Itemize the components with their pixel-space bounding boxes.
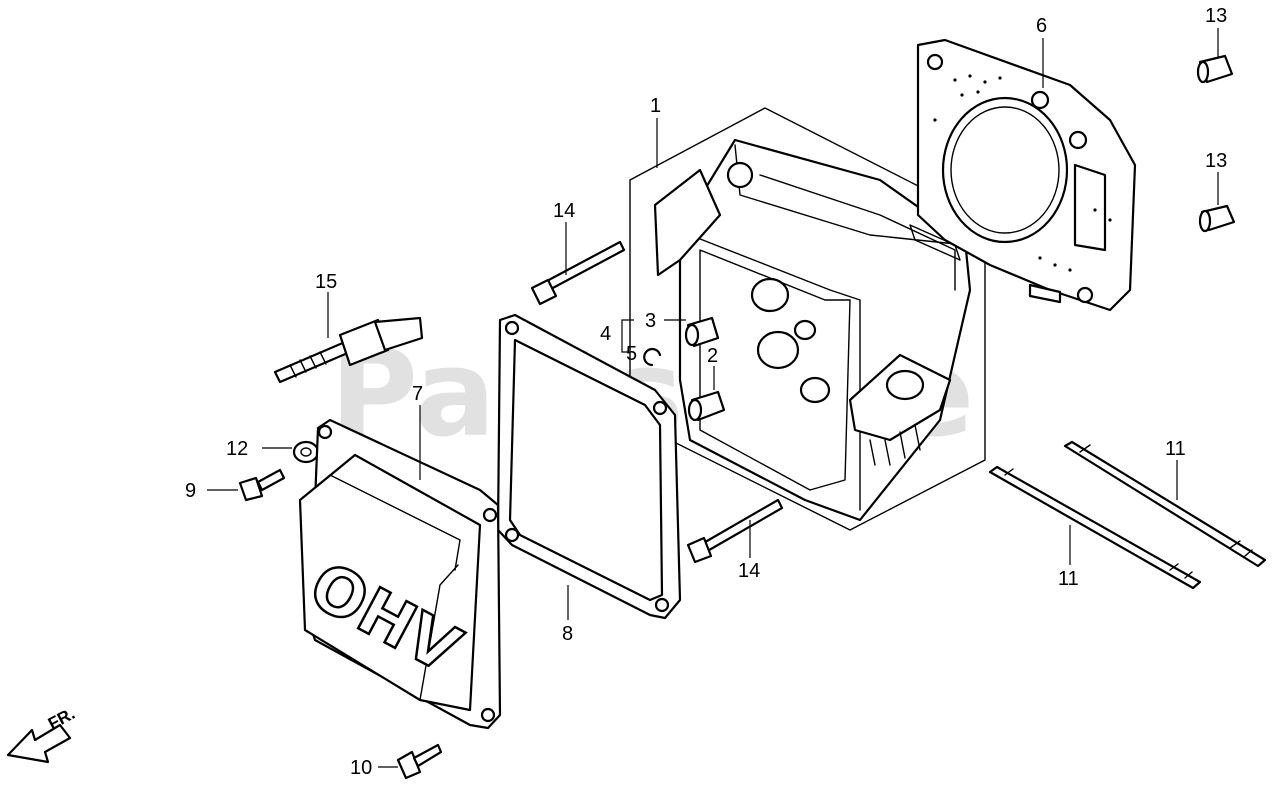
callout-7: 7 xyxy=(412,383,423,405)
callout-9: 9 xyxy=(185,480,196,502)
dowel-pin-13b[interactable] xyxy=(1198,204,1236,233)
callout-3: 3 xyxy=(645,310,656,332)
front-direction-label: FR. xyxy=(45,704,78,734)
callout-1: 1 xyxy=(650,95,661,117)
callout-10: 10 xyxy=(350,757,372,779)
head-bolt-lower[interactable] xyxy=(686,498,784,564)
callout-11b: 11 xyxy=(1058,568,1079,590)
callout-15: 15 xyxy=(315,271,337,293)
leader-lines xyxy=(207,28,1219,768)
callout-4: 4 xyxy=(600,323,611,345)
bolt-10[interactable] xyxy=(396,743,443,780)
spark-plug[interactable] xyxy=(273,316,424,384)
callout-2: 2 xyxy=(707,345,718,367)
front-direction-arrow: FR. xyxy=(6,704,78,764)
clip-5[interactable] xyxy=(643,347,662,367)
dowel-pin-13a[interactable] xyxy=(1196,54,1234,84)
callout-14b: 14 xyxy=(738,560,760,582)
callouts: 1 2 3 4 5 6 7 8 9 10 11 11 12 13 13 14 1… xyxy=(185,5,1227,779)
callout-13a: 13 xyxy=(1205,5,1227,27)
stud-bolt-a[interactable] xyxy=(1063,440,1267,568)
callout-5: 5 xyxy=(626,343,637,365)
stud-bolt-b[interactable] xyxy=(988,465,1202,590)
head-gasket[interactable] xyxy=(916,38,1137,312)
dowel-pin-2[interactable] xyxy=(687,390,726,422)
callout-6: 6 xyxy=(1036,15,1047,37)
washer-12[interactable] xyxy=(292,440,320,464)
callout-11a: 11 xyxy=(1165,438,1186,460)
head-bolt-upper[interactable] xyxy=(530,240,626,306)
pin-3[interactable] xyxy=(684,316,720,348)
callout-8: 8 xyxy=(562,623,573,645)
bolt-9[interactable] xyxy=(238,468,286,502)
callout-12: 12 xyxy=(226,438,248,460)
callout-13b: 13 xyxy=(1205,150,1227,172)
valve-cover[interactable]: OHV xyxy=(296,418,502,730)
cover-gasket[interactable] xyxy=(496,313,682,620)
cylinder-head[interactable] xyxy=(629,107,986,531)
callout-14a: 14 xyxy=(553,200,575,222)
